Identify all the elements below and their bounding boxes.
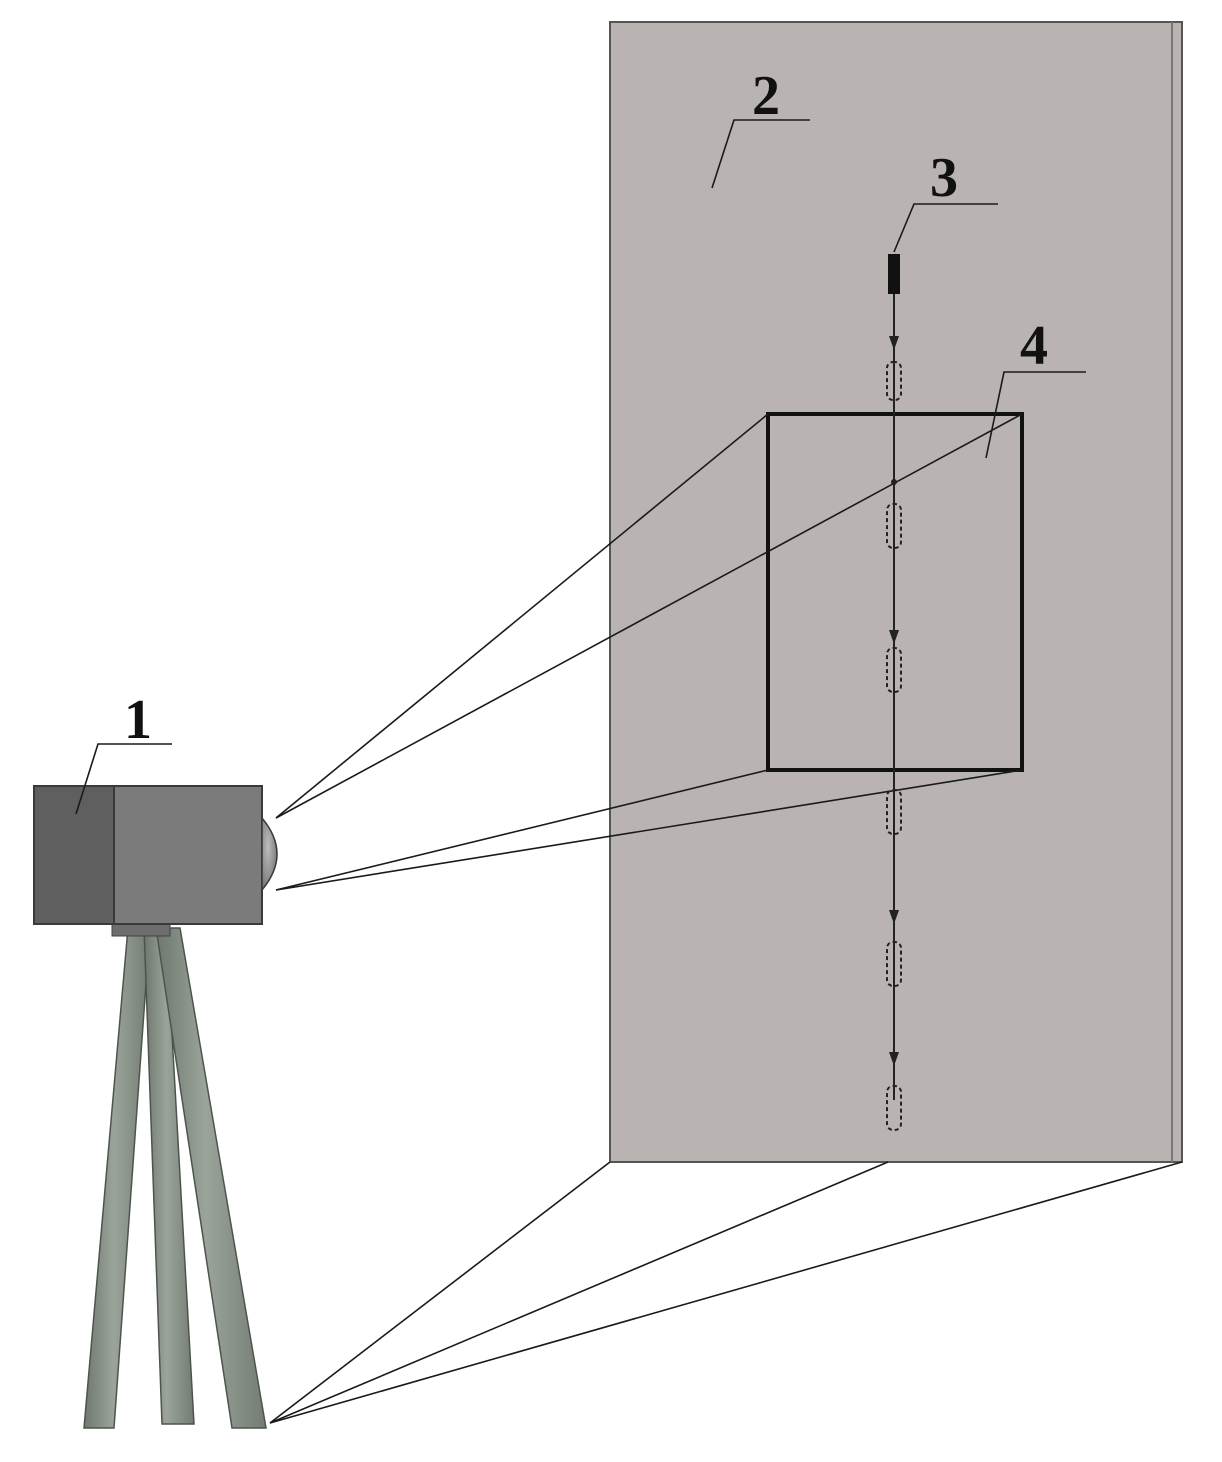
exposure-position (886, 789, 902, 835)
exposure-position (886, 647, 902, 693)
light-source-marker (888, 254, 900, 294)
arrow-icon (889, 1052, 899, 1066)
camera (33, 785, 278, 925)
exposure-position (886, 941, 902, 987)
exposure-position (886, 361, 902, 401)
arrow-icon (889, 336, 899, 350)
wall (609, 21, 1183, 1163)
wall-panel (609, 21, 1183, 1163)
intersection-dot (891, 479, 897, 485)
tripod-leg-right (155, 927, 267, 1429)
exposure-position (886, 1085, 902, 1131)
callout-label-field-of-view: 4 (1020, 315, 1048, 377)
callout-leaders (75, 119, 1086, 815)
callout-label-wall: 2 (752, 65, 780, 127)
arrow-icon (889, 630, 899, 644)
light-source-trajectory (886, 254, 902, 1131)
callout-label-camera: 1 (124, 689, 152, 751)
arrow-icon (889, 910, 899, 924)
exposure-position (886, 503, 902, 549)
wall-projection-lines (269, 1161, 1183, 1424)
callout-label-light-source: 3 (930, 147, 958, 209)
camera-side (33, 785, 117, 925)
tripod (83, 921, 267, 1429)
camera-front (113, 785, 263, 925)
camera-lens-icon (261, 815, 278, 893)
fov-projection-lines (275, 413, 1023, 891)
tripod-leg-left (83, 927, 151, 1429)
